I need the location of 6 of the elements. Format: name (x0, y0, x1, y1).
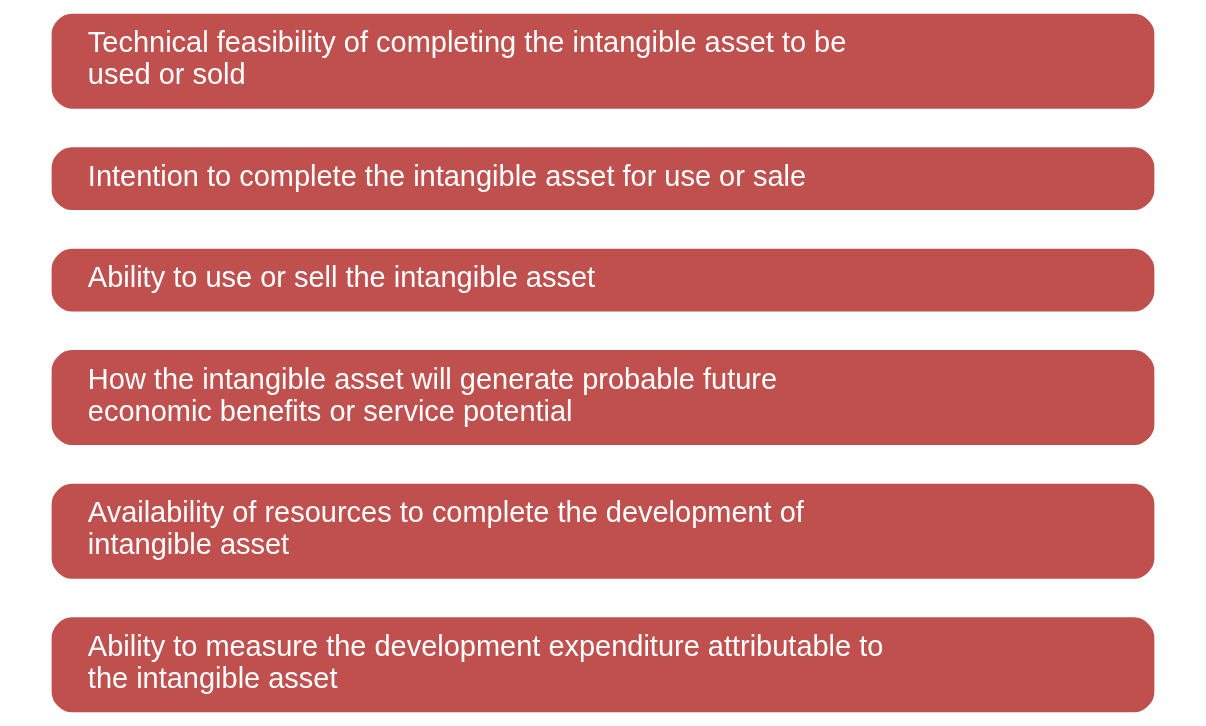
node-box: Intention to complete the intangible asset for use or sale (51, 147, 1155, 211)
node-box: Technical feasibility of completing the intangible asset to be used or sold (51, 13, 1155, 109)
node-box: Ability to use or sell the intangible asset (51, 248, 1155, 312)
node-box: How the intangible asset will generate probable future economic benefits or service potential (51, 350, 1155, 446)
node-box: Availability of resources to complete the development of intangible asset (51, 483, 1155, 579)
node-box: Ability to measure the development expenditure attributable to the intangible asset (51, 617, 1155, 713)
